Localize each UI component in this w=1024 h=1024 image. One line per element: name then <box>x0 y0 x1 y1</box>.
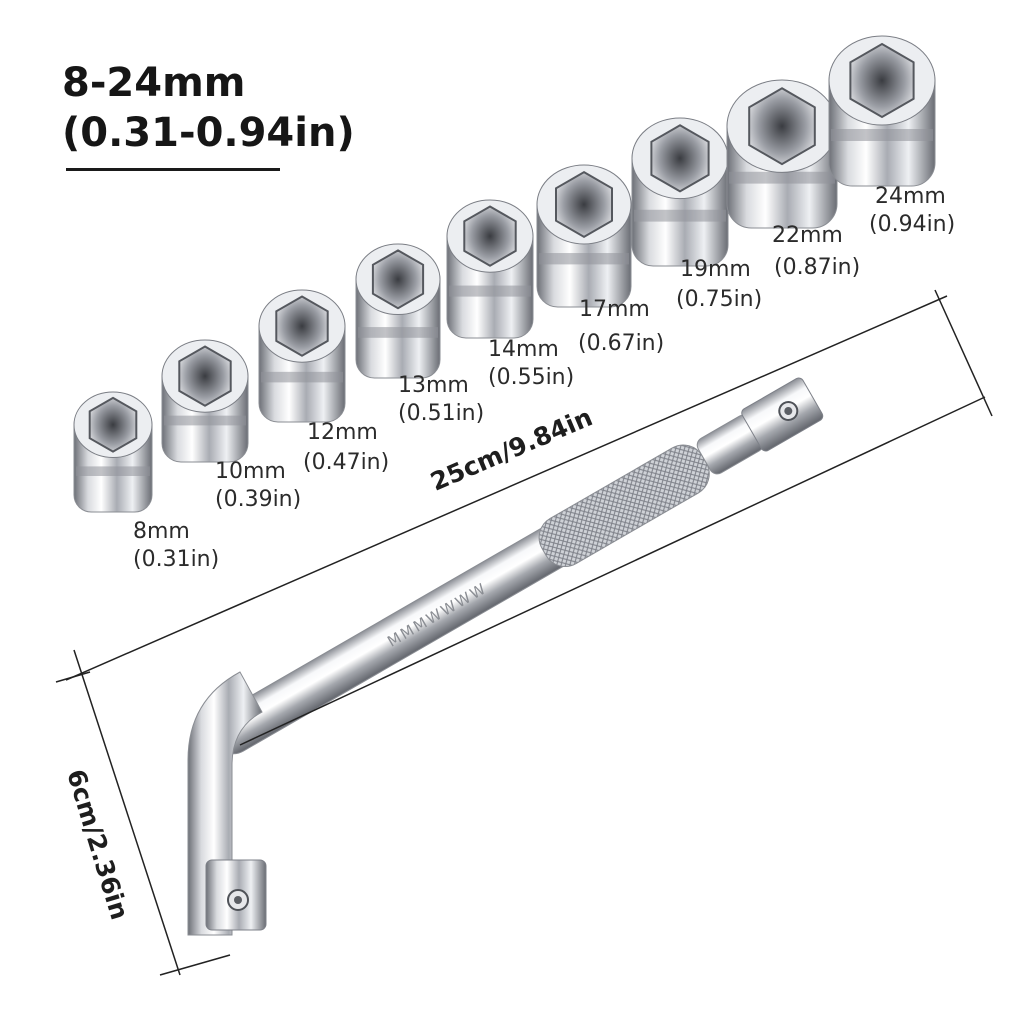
socket-label-22mm: 22mm <box>772 223 843 248</box>
socket-hex-opening <box>88 396 138 453</box>
socket-label-13mm: 13mm (0.51in) <box>398 373 485 426</box>
socket-hex-opening <box>463 205 517 267</box>
socket-14mm <box>446 199 534 339</box>
socket-band <box>831 129 933 141</box>
size-range-title: 8-24mm (0.31-0.94in) <box>62 58 355 158</box>
size-range-mm: 8-24mm <box>62 60 246 106</box>
l-wrench: MMMWWWW <box>187 377 824 936</box>
socket-13mm <box>355 243 441 379</box>
length-dimension-line <box>65 289 993 746</box>
socket-label-12mm: 12mm (0.47in) <box>303 420 390 475</box>
socket-24mm <box>828 35 936 187</box>
size-range-in: (0.31-0.94in) <box>62 110 355 156</box>
socket-label-19mm: 19mm <box>680 257 751 282</box>
socket-hex-opening <box>371 249 425 310</box>
socket-band <box>76 466 150 476</box>
socket-label-10mm: 10mm (0.39in) <box>215 459 302 512</box>
socket-hex-opening <box>178 345 232 407</box>
socket-band <box>634 209 726 222</box>
socket-label-22mm-in: (0.87in) <box>774 255 861 280</box>
socket-8mm <box>73 391 153 513</box>
socket-label-17mm: 17mm <box>579 297 650 322</box>
socket-band <box>449 285 531 297</box>
socket-hex-opening <box>650 124 710 193</box>
socket-12mm <box>258 289 346 423</box>
socket-label-14mm: 14mm <box>488 337 559 362</box>
socket-band <box>729 171 835 184</box>
socket-label-24mm: 24mm (0.94in) <box>869 184 956 237</box>
socket-hex-opening <box>849 42 915 119</box>
title-underline <box>66 168 280 171</box>
height-dimension-line <box>55 649 231 976</box>
socket-band <box>358 327 438 338</box>
socket-band <box>164 415 246 426</box>
socket-label-8mm: 8mm (0.31in) <box>133 519 220 572</box>
socket-hex-opening <box>748 87 816 166</box>
socket-band <box>539 253 629 265</box>
socket-22mm <box>726 79 838 229</box>
socket-10mm <box>161 339 249 463</box>
socket-hex-opening <box>275 295 329 357</box>
socket-hex-opening <box>555 170 613 239</box>
socket-label-14mm-in: (0.55in) <box>488 365 575 390</box>
socket-band <box>261 371 343 383</box>
socket-label-19mm-in: (0.75in) <box>676 287 763 312</box>
socket-19mm <box>631 117 729 267</box>
socket-17mm <box>536 164 632 308</box>
socket-label-17mm-in: (0.67in) <box>578 331 665 356</box>
